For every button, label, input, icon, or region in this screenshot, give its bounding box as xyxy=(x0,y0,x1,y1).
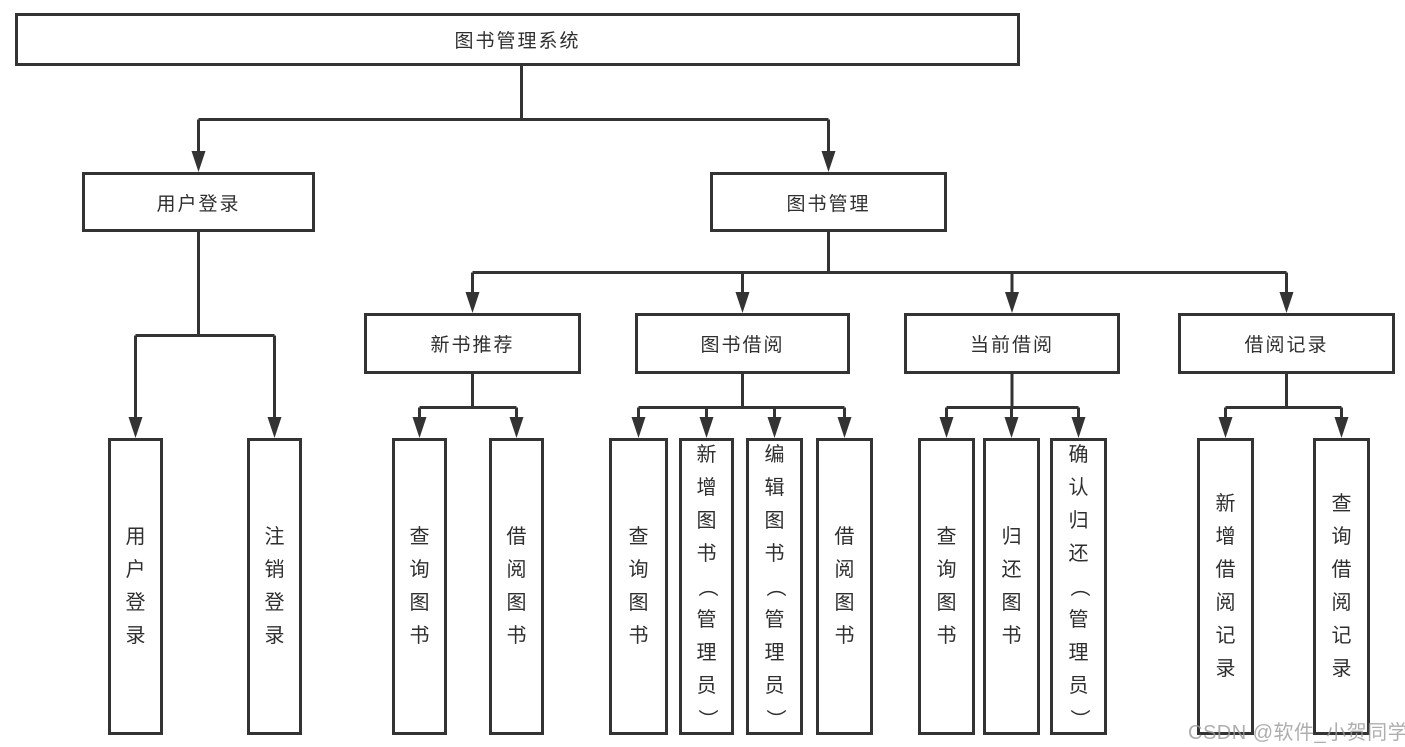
node-label: 用户登录 xyxy=(156,193,241,215)
node-label: 借阅记录 xyxy=(1244,335,1329,356)
leaf-borrow-book-recommend: 借阅图书 xyxy=(489,438,544,735)
node-label: 图书管理 xyxy=(786,193,871,215)
node-root-system: 图书管理系统 xyxy=(15,13,1020,66)
leaf-query-book-recommend: 查询图书 xyxy=(392,438,447,735)
leaf-confirm-return-admin: 确认归还（管理员） xyxy=(1050,438,1107,735)
leaf-edit-book-admin: 编辑图书（管理员） xyxy=(746,438,803,735)
node-label: 图书借阅 xyxy=(700,335,785,356)
leaf-query-borrow-record: 查询借阅记录 xyxy=(1313,438,1370,735)
leaf-add-book-admin: 新增图书（管理员） xyxy=(679,438,734,735)
node-user-login: 用户登录 xyxy=(82,172,315,232)
node-label: 图书管理系统 xyxy=(454,31,581,52)
node-book-management: 图书管理 xyxy=(710,172,947,232)
leaf-user-login: 用户登录 xyxy=(108,438,163,735)
node-borrow-record: 借阅记录 xyxy=(1178,313,1395,374)
leaf-query-book-current: 查询图书 xyxy=(918,438,975,735)
node-label: 新书推荐 xyxy=(430,335,515,356)
leaf-add-borrow-record: 新增借阅记录 xyxy=(1197,438,1254,735)
arrowheads xyxy=(128,151,1349,438)
leaf-return-book: 归还图书 xyxy=(983,438,1040,735)
csdn-watermark: CSDN @软件_小贺同学 xyxy=(1188,722,1405,744)
node-book-borrow: 图书借阅 xyxy=(635,313,850,374)
leaf-query-book-borrow: 查询图书 xyxy=(609,438,668,735)
node-current-borrow: 当前借阅 xyxy=(904,313,1120,374)
leaf-logout: 注销登录 xyxy=(247,438,302,735)
node-new-book-recommend: 新书推荐 xyxy=(364,313,581,374)
leaf-borrow-book: 借阅图书 xyxy=(816,438,873,735)
node-label: 当前借阅 xyxy=(969,335,1054,356)
